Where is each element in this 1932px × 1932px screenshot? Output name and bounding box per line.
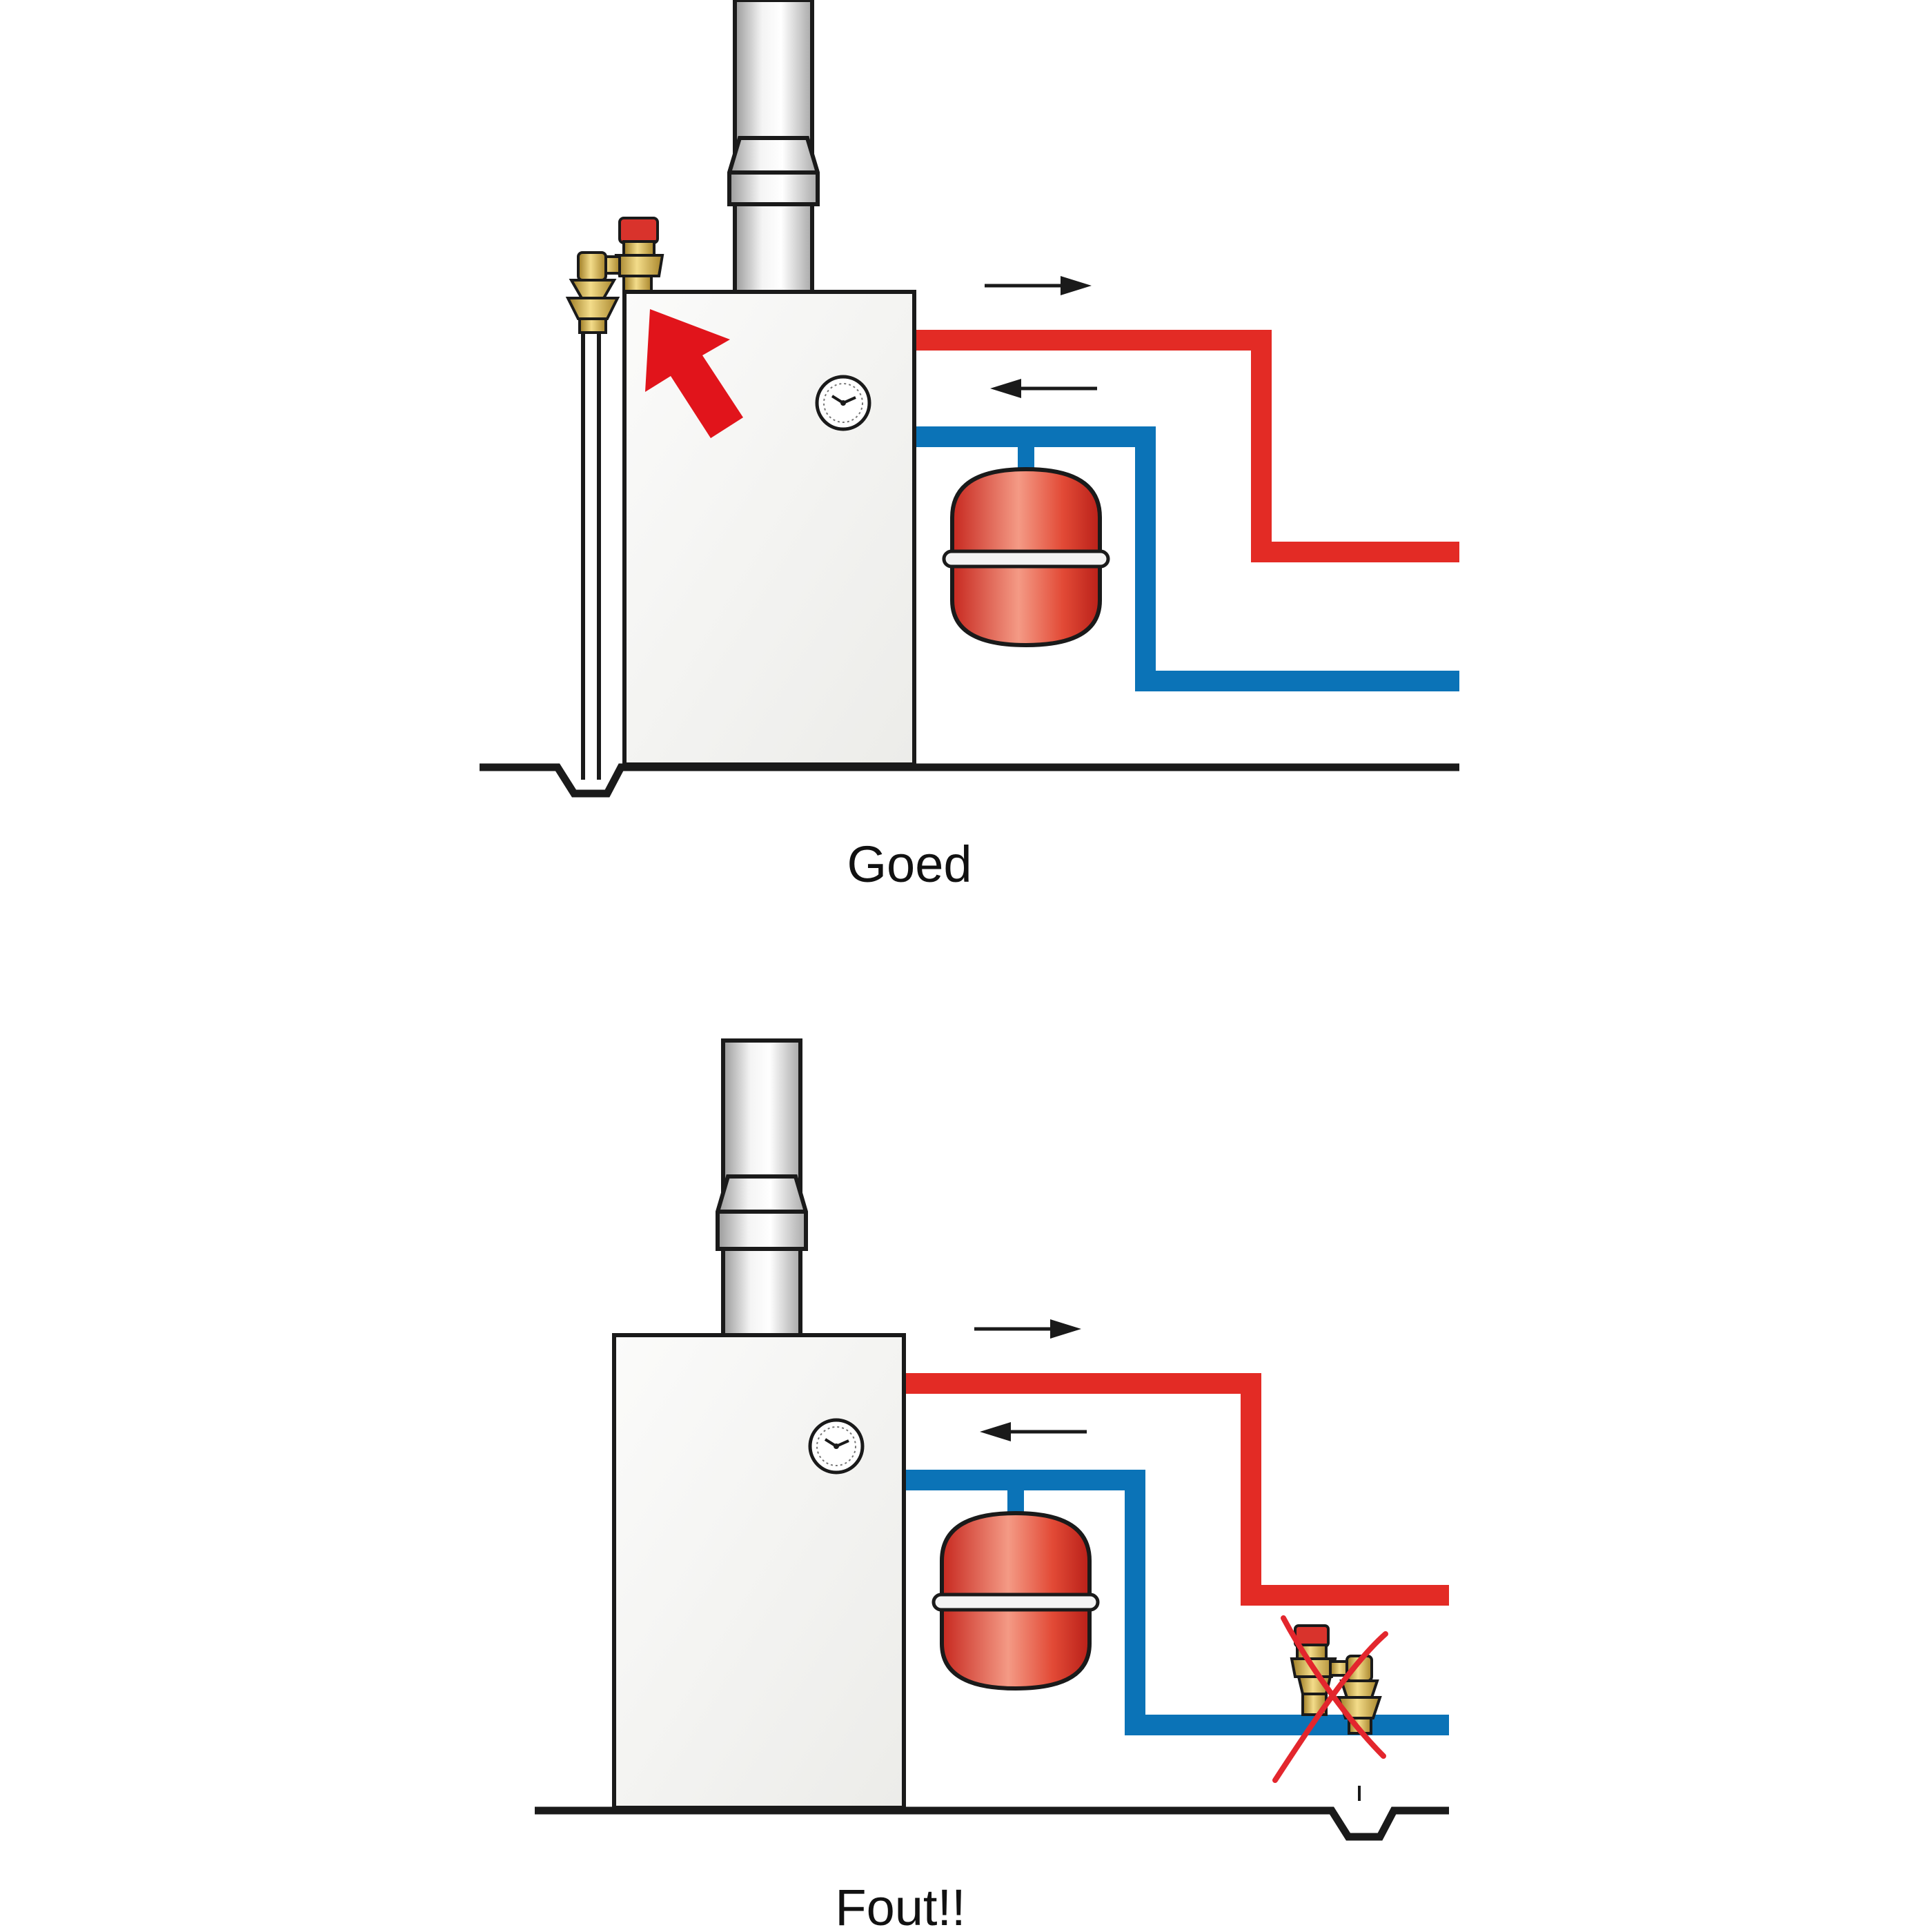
gauge-icon (808, 1418, 865, 1475)
caption-wrong: Fout!! (835, 1879, 965, 1932)
cross-icon (1272, 1615, 1388, 1783)
panel-good: Goed (480, 0, 1459, 893)
flue-pipe (727, 0, 820, 295)
expansion-vessel (942, 466, 1110, 648)
flow-arrow-icon (990, 379, 1097, 398)
flow-arrow-icon (974, 1319, 1081, 1339)
safety-valve (565, 217, 664, 334)
boiler-cabinet (612, 1333, 906, 1810)
caption-good: Goed (847, 836, 972, 893)
supply-pipe (906, 1373, 1449, 1606)
floor-line (480, 763, 1459, 798)
expansion-vessel (931, 1510, 1100, 1691)
floor-line (535, 1806, 1449, 1841)
discharge-pipe (581, 331, 601, 780)
supply-pipe (916, 330, 1459, 562)
panel-wrong: Fout!! (535, 1038, 1449, 1932)
flue-pipe (716, 1038, 808, 1338)
red-arrow-icon (645, 309, 743, 438)
gauge-icon (815, 375, 871, 431)
flow-arrow-icon (985, 276, 1092, 295)
flow-arrow-icon (980, 1422, 1087, 1441)
